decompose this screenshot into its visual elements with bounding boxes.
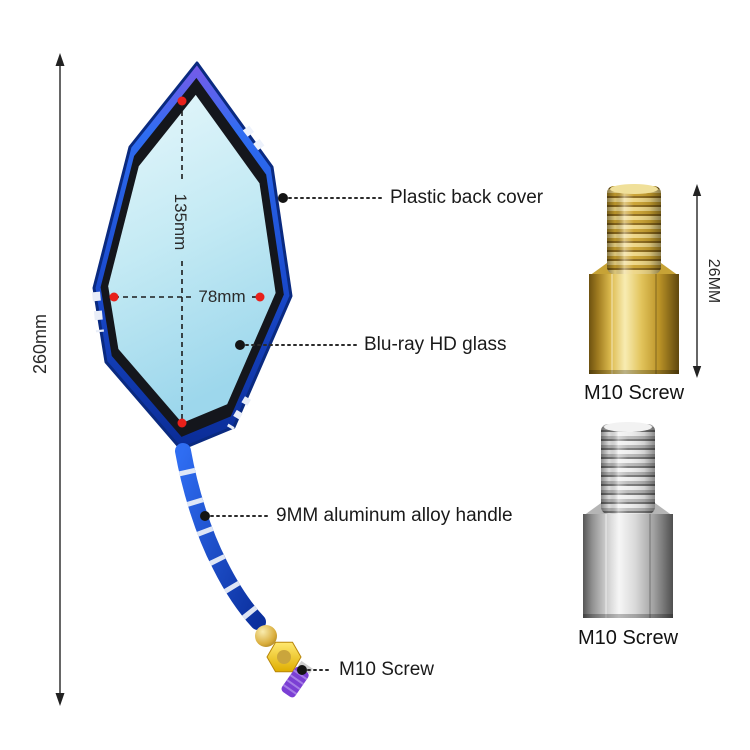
frame-accent-left (92, 291, 104, 333)
arrow-down-icon (55, 693, 65, 706)
mirror (92, 61, 293, 451)
callout-leaders (200, 193, 384, 675)
glass-width-dimension (109, 292, 265, 302)
gold-screw-thread-shading (607, 186, 661, 274)
arrow-down-icon (692, 366, 702, 378)
gold-screw-hex-body (589, 274, 679, 374)
arrow-up-icon (55, 53, 65, 66)
silver-screw-hex-body (583, 514, 673, 618)
red-marker-dot-left (109, 292, 119, 302)
screw-callout-label: M10 Screw (339, 659, 435, 680)
gold-screw (589, 184, 679, 374)
glass-width-label: 78mm (198, 287, 246, 306)
screw-tip-thread (289, 674, 304, 686)
callout-dot-handle (200, 511, 210, 521)
silver-screw (583, 422, 673, 618)
gold-screw-top-cap (610, 184, 658, 194)
handle (175, 443, 313, 698)
callout-dot-glass (235, 340, 245, 350)
nut-center (277, 650, 291, 664)
screw-length-dimension (692, 184, 702, 378)
back-cover-callout-label: Plastic back cover (390, 187, 544, 208)
silver-screw-top-cap (604, 422, 652, 432)
silver-screw-label: M10 Screw (577, 627, 679, 649)
frame-accent-upper-right (242, 125, 270, 157)
overall-height-label: 260mm (30, 313, 50, 375)
screw-tip-thread (282, 684, 298, 695)
red-marker-dot-top (177, 96, 187, 106)
arrow-up-icon (692, 184, 702, 196)
callout-dot-screw (297, 665, 307, 675)
screw-tip-thread (286, 679, 301, 690)
glass-height-dimension (177, 96, 187, 428)
frame-accent-lower-right (226, 396, 252, 430)
gold-ball-joint (255, 625, 277, 647)
silver-screw-thread-shading (601, 424, 655, 514)
handle-callout-label: 9MM aluminum alloy handle (276, 505, 513, 526)
screw-length-label: 26MM (705, 258, 722, 304)
gold-screw-label: M10 Screw (583, 382, 685, 404)
overall-height-dimension (55, 53, 65, 706)
silver-hex-bottom-shade (583, 614, 673, 618)
glass-height-label: 135mm (171, 193, 190, 251)
glass-callout-label: Blu-ray HD glass (364, 334, 507, 355)
screw-tip-thread (293, 669, 308, 681)
red-marker-dot-bottom (177, 418, 187, 428)
gold-hex-bottom-shade (589, 370, 679, 374)
callout-dot-back-cover (278, 193, 288, 203)
red-marker-dot-right (255, 292, 265, 302)
handle-stem (175, 443, 266, 630)
